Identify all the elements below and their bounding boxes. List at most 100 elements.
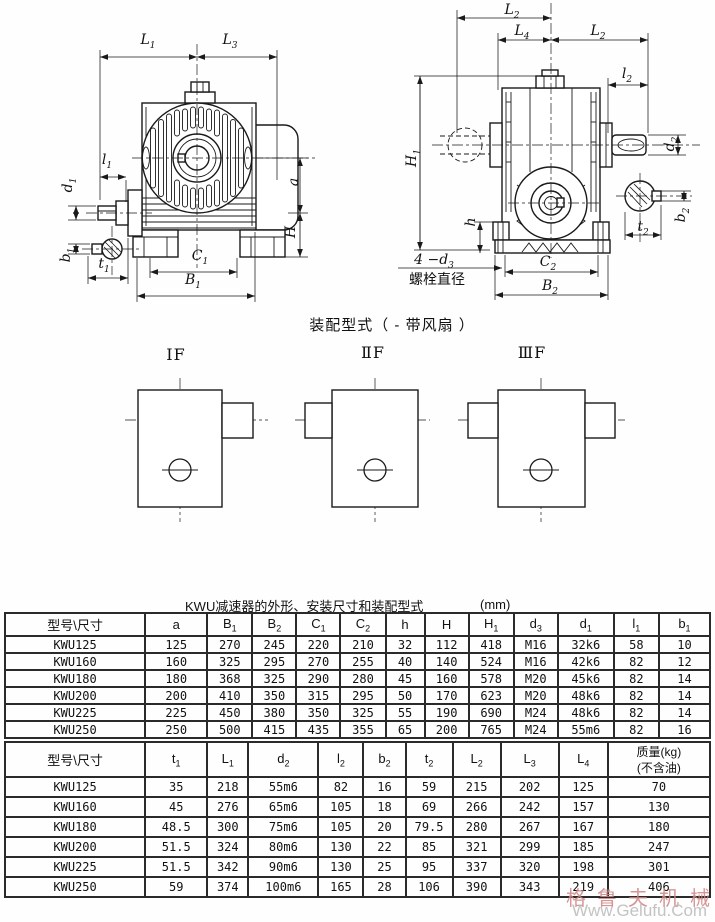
model-cell: KWU160 bbox=[3, 652, 147, 671]
model-cell: KWU180 bbox=[3, 816, 147, 838]
value-cell: 390 bbox=[451, 876, 502, 898]
value-cell: 295 bbox=[251, 652, 298, 671]
value-cell: 130 bbox=[317, 836, 365, 858]
value-cell: M24 bbox=[512, 703, 559, 722]
model-cell: KWU125 bbox=[3, 635, 147, 654]
value-cell: M16 bbox=[512, 635, 559, 654]
value-cell: 14 bbox=[657, 703, 712, 722]
column-header: 型号\尺寸 bbox=[3, 741, 147, 778]
value-cell: M20 bbox=[512, 669, 559, 688]
column-header: d2 bbox=[247, 741, 320, 778]
value-cell: 337 bbox=[451, 856, 502, 878]
column-header: 型号\尺寸 bbox=[3, 612, 147, 637]
dim-label-B1: B1 bbox=[184, 272, 202, 291]
assembly-diagram-2F bbox=[295, 378, 430, 522]
value-cell: 165 bbox=[317, 876, 365, 898]
model-cell: KWU225 bbox=[3, 856, 147, 878]
value-cell: 106 bbox=[404, 876, 454, 898]
value-cell: 45 bbox=[384, 669, 426, 688]
value-cell: 32 bbox=[384, 635, 426, 654]
value-cell: 418 bbox=[467, 635, 515, 654]
value-cell: 355 bbox=[339, 720, 387, 739]
value-cell: 450 bbox=[206, 703, 254, 722]
value-cell: 267 bbox=[499, 816, 560, 838]
value-cell: 374 bbox=[206, 876, 250, 898]
dim-label-C1: C1 bbox=[191, 248, 209, 267]
unit-note: (mm) bbox=[480, 597, 511, 612]
value-cell: 95 bbox=[404, 856, 454, 878]
assembly-diagram-1F bbox=[125, 378, 268, 522]
column-header: l1 bbox=[612, 612, 660, 637]
value-cell: 75m6 bbox=[247, 816, 320, 838]
value-cell: 14 bbox=[657, 686, 712, 705]
value-cell: 70 bbox=[606, 776, 712, 798]
column-header: 质量(kg)(不含油) bbox=[606, 741, 712, 778]
dim-label-B2: B2 bbox=[541, 278, 559, 297]
value-cell: 50 bbox=[384, 686, 426, 705]
value-cell: 255 bbox=[339, 652, 387, 671]
dim-label-a: a bbox=[286, 177, 302, 187]
value-cell: 202 bbox=[499, 776, 560, 798]
value-cell: 82 bbox=[612, 720, 660, 739]
dim-label-C2: C2 bbox=[539, 254, 557, 273]
column-header: h bbox=[384, 612, 426, 637]
value-cell: 167 bbox=[557, 816, 609, 838]
value-cell: 40 bbox=[384, 652, 426, 671]
value-cell: 55 bbox=[384, 703, 426, 722]
value-cell: 65 bbox=[384, 720, 426, 739]
value-cell: 80m6 bbox=[247, 836, 320, 858]
model-cell: KWU180 bbox=[3, 669, 147, 688]
value-cell: 82 bbox=[317, 776, 365, 798]
value-cell: 225 bbox=[144, 703, 209, 722]
column-header: l2 bbox=[317, 741, 365, 778]
value-cell: 524 bbox=[467, 652, 515, 671]
assembly-type-label-1F: ⅠF bbox=[166, 345, 186, 364]
value-cell: 48k6 bbox=[556, 686, 615, 705]
watermark-url: Www.Gelufu.Com bbox=[572, 901, 708, 920]
model-cell: KWU225 bbox=[3, 703, 147, 722]
column-header: B1 bbox=[206, 612, 254, 637]
value-cell: 14 bbox=[657, 669, 712, 688]
value-cell: 215 bbox=[451, 776, 502, 798]
value-cell: 180 bbox=[606, 816, 712, 838]
dim-label-L1: L1 bbox=[140, 32, 156, 51]
value-cell: 105 bbox=[317, 816, 365, 838]
value-cell: 51.5 bbox=[144, 856, 209, 878]
value-cell: 250 bbox=[144, 720, 209, 739]
dim-label-H: H bbox=[283, 225, 299, 239]
value-cell: 578 bbox=[467, 669, 515, 688]
model-cell: KWU200 bbox=[3, 836, 147, 858]
value-cell: 290 bbox=[295, 669, 342, 688]
dim-label-t1: t1 bbox=[98, 256, 110, 275]
value-cell: 765 bbox=[467, 720, 515, 739]
value-cell: 247 bbox=[606, 836, 712, 858]
dim-label-l1: l1 bbox=[101, 152, 113, 171]
value-cell: 270 bbox=[206, 635, 254, 654]
value-cell: 266 bbox=[451, 796, 502, 818]
value-cell: 218 bbox=[206, 776, 250, 798]
value-cell: 325 bbox=[251, 669, 298, 688]
column-header: L2 bbox=[451, 741, 502, 778]
value-cell: 20 bbox=[362, 816, 407, 838]
value-cell: 28 bbox=[362, 876, 407, 898]
value-cell: M24 bbox=[512, 720, 559, 739]
value-cell: 125 bbox=[144, 635, 209, 654]
assembly-diagram-3F bbox=[458, 378, 625, 522]
value-cell: 82 bbox=[612, 669, 660, 688]
value-cell: 276 bbox=[206, 796, 250, 818]
front-view-drawing bbox=[68, 44, 315, 302]
value-cell: 415 bbox=[251, 720, 298, 739]
column-header: a bbox=[144, 612, 209, 637]
value-cell: 350 bbox=[295, 703, 342, 722]
value-cell: 82 bbox=[612, 686, 660, 705]
value-cell: 85 bbox=[404, 836, 454, 858]
value-cell: 325 bbox=[206, 652, 254, 671]
